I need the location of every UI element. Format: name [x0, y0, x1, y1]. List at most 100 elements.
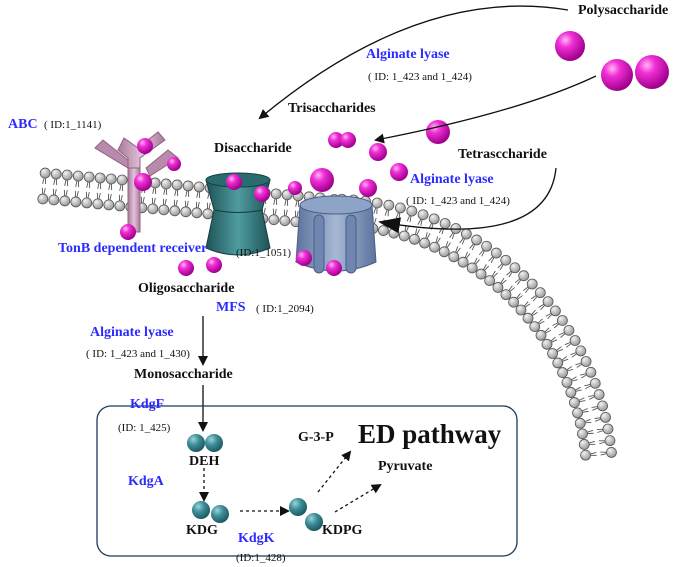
lipid-tail: [562, 361, 587, 374]
lipid-tail: [294, 195, 300, 222]
arrow-kdpg-to-g3p: [317, 450, 352, 493]
lipid-head: [429, 241, 440, 253]
label-tonb: TonB dependent receiver: [58, 241, 207, 256]
lipid-head: [490, 247, 502, 259]
lipid-head: [371, 197, 383, 209]
lipid-tail: [63, 174, 69, 202]
label-kdg: KDG: [186, 523, 218, 538]
lipid-head: [193, 181, 205, 193]
lipid-head: [565, 387, 577, 398]
lipid-head: [202, 208, 214, 220]
sugar-molecules: [120, 31, 669, 276]
lipid-head: [70, 196, 82, 208]
lipid-tail: [382, 205, 390, 231]
lipid-tail: [173, 184, 179, 211]
lipid-tail: [107, 178, 113, 205]
lipid-tail: [162, 183, 168, 210]
label-kdga: KdgA: [128, 474, 165, 489]
arrow-to-trisaccharides: [374, 75, 597, 144]
lipid-head: [439, 218, 451, 229]
lipid-head: [398, 230, 410, 242]
lipid-tail: [505, 275, 525, 296]
lipid-head: [103, 199, 115, 211]
lipid-head: [471, 234, 483, 246]
lipid-tail: [580, 416, 606, 424]
label-monosaccharide: Monosaccharide: [134, 367, 233, 382]
lipid-tail: [85, 176, 91, 204]
label-alginate-lyase-right: Alginate lyase: [410, 172, 494, 187]
lipid-tail: [453, 233, 467, 258]
lipid-head: [569, 397, 580, 408]
trisaccharide-molecule: [340, 132, 356, 148]
tetrasaccharide-molecule: [426, 120, 450, 144]
lipid-tail: [96, 177, 102, 204]
label-alginate-lyase-top: Alginate lyase: [366, 47, 450, 62]
lipid-head: [604, 435, 616, 447]
lipid-head: [509, 262, 521, 274]
lipid-tail: [534, 310, 556, 328]
label-g3p: G-3-P: [298, 430, 334, 445]
lipid-tail: [184, 185, 190, 212]
lipid-head: [191, 207, 203, 219]
lipid-tail: [471, 245, 488, 269]
lipid-tail: [74, 175, 80, 203]
lipid-head: [428, 213, 440, 225]
lipid-head: [378, 225, 389, 237]
lipid-head: [602, 423, 614, 435]
polysaccharide-molecule: [601, 59, 633, 91]
arrows: [198, 5, 597, 516]
label-mfs: MFS: [216, 300, 246, 315]
lipid-head: [171, 179, 183, 191]
lipid-head: [534, 287, 546, 299]
label-ed-pathway: ED pathway: [358, 419, 502, 449]
lipid-tail: [52, 173, 58, 201]
label-deh: DEH: [189, 454, 219, 469]
lipid-head: [522, 312, 534, 324]
lipid-tail: [577, 405, 603, 414]
lipid-tail: [272, 193, 278, 220]
lipid-head: [48, 194, 60, 206]
lipid-head: [500, 254, 512, 266]
label-polysaccharide: Polysaccharide: [578, 3, 668, 18]
lipid-head: [578, 439, 590, 450]
lipid-head: [597, 400, 608, 412]
lipid-tail: [443, 228, 457, 253]
trisaccharide-molecule: [328, 132, 344, 148]
lipid-head: [557, 367, 568, 378]
label-abc-id: ( ID:1_1141): [44, 119, 102, 131]
lipid-tail: [195, 186, 201, 213]
lipid-head: [475, 268, 487, 280]
lipid-head: [484, 275, 496, 286]
lipid-tail: [480, 252, 497, 275]
lipid-tail: [41, 172, 47, 200]
lipid-tail: [414, 214, 424, 240]
lipid-head: [438, 246, 450, 258]
lipid-head: [180, 206, 192, 218]
lipid-head: [580, 449, 591, 461]
lipid-head: [383, 199, 395, 211]
lipid-head: [94, 172, 106, 184]
label-disaccharide: Disaccharide: [214, 141, 292, 156]
label-kdgk: KdgK: [238, 531, 275, 546]
lipid-tail: [151, 182, 157, 209]
lipid-head: [105, 173, 117, 185]
lipid-head: [182, 180, 194, 192]
kdpg-molecule: [289, 498, 307, 516]
label-tonb-id: (ID:1_1051): [236, 247, 291, 259]
teal-molecules: [187, 434, 323, 531]
label-alginate-lyase-top-id: ( ID: 1_423 and 1_424): [368, 71, 472, 83]
lipid-tail: [557, 350, 582, 364]
lipid-head: [572, 407, 583, 419]
lipid-tail: [513, 283, 533, 303]
lipid-tail: [393, 207, 401, 234]
lipid-tail: [424, 218, 435, 244]
lipid-head: [61, 169, 73, 181]
label-mfs-id: ( ID:1_2094): [256, 303, 314, 315]
lipid-head: [116, 174, 128, 186]
polysaccharide-molecule: [635, 55, 669, 89]
lipid-head: [409, 233, 420, 245]
arrow-tetrasaccharide-to-receptor: [378, 167, 557, 234]
lipid-tail: [403, 210, 413, 237]
lipid-tail: [585, 451, 612, 456]
